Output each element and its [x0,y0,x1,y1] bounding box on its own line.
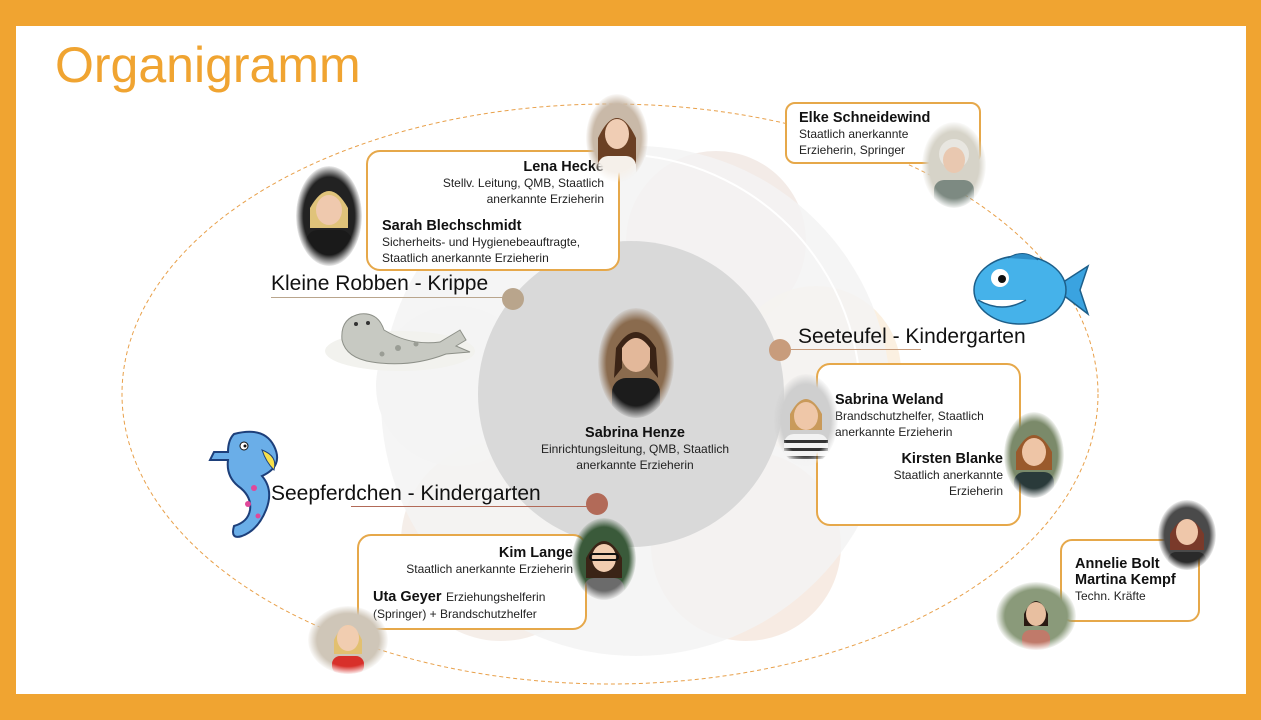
fish-illustration [973,253,1090,325]
group-dot-seeteufel [769,339,791,361]
photo-kim-lange [572,518,636,600]
role-sarah-blechschmidt-2: Staatlich anerkannte Erzieherin [382,251,549,265]
center-person: Sabrina Henze Einrichtungsleitung, QMB, … [500,425,770,473]
group-label-krippe: Kleine Robben - Krippe [271,272,489,295]
person-elke-schneidewind: Elke Schneidewind Staatlich anerkannte E… [799,110,930,158]
name-kim-lange: Kim Lange [498,545,573,561]
photo-sarah-blechschmidt [296,166,362,266]
photo-martina-kempf [996,582,1076,650]
name-elke-schneidewind: Elke Schneidewind [799,110,931,126]
role-uta-geyer-2: (Springer) + Brandschutzhelfer [373,607,537,621]
seahorse-illustration [208,430,278,538]
technik-box: Annelie Bolt Martina Kempf Techn. Kräfte [1060,539,1200,622]
group-underline-seepferdchen [351,506,591,507]
photo-elke-schneidewind [922,122,986,208]
photo-lena-hecke [586,94,648,182]
role-elke-schneidewind-1: Staatlich anerkannte [799,127,909,141]
name-sarah-blechschmidt: Sarah Blechschmidt [382,218,522,234]
person-sarah-blechschmidt: Sarah Blechschmidt Sicherheits- und Hygi… [382,218,616,266]
role-lena-hecke-2: anerkannte Erzieherin [486,192,604,206]
role-sabrina-weland-2: anerkannte Erzieherin [835,425,953,439]
slide: Organigramm Sabrina Henze Einrichtungsle… [16,26,1246,694]
role-lena-hecke-1: Stellv. Leitung, QMB, Staatlich [442,176,604,190]
person-kirsten-blanke: Kirsten Blanke Staatlich anerkannte Erzi… [833,451,1003,499]
role-sabrina-weland-1: Brandschutzhelfer, Staatlich [835,409,984,423]
krippe-staff-box: Lena Hecke Stellv. Leitung, QMB, Staatli… [366,150,620,271]
name-martina-kempf: Martina Kempf [1075,572,1176,588]
name-kirsten-blanke: Kirsten Blanke [901,451,1003,467]
photo-annelie-bolt [1158,500,1216,570]
group-underline-seeteufel [791,349,921,350]
person-uta-geyer: Uta Geyer Erziehungshelferin (Springer) … [373,588,583,622]
role-kirsten-blanke-2: Erzieherin [948,484,1003,498]
group-dot-krippe [502,288,524,310]
seepferdchen-staff-box: Kim Lange Staatlich anerkannte Erzieheri… [357,534,587,630]
person-sabrina-weland: Sabrina Weland Brandschutzhelfer, Staatl… [835,392,984,440]
background-shapes [121,103,1099,685]
group-label-seeteufel: Seeteufel - Kindergarten [798,325,1026,348]
group-underline-krippe [271,297,511,298]
person-lena-hecke: Lena Hecke Stellv. Leitung, QMB, Staatli… [374,159,604,207]
group-label-seepferdchen: Seepferdchen - Kindergarten [271,482,541,505]
role-technik: Techn. Kräfte [1075,589,1146,603]
center-name: Sabrina Henze [585,425,685,441]
role-sarah-blechschmidt-1: Sicherheits- und Hygienebeauftragte, [382,235,581,249]
group-dot-seepferdchen [586,493,608,515]
photo-kirsten-blanke [1004,412,1064,498]
page-title: Organigramm [55,37,361,93]
name-uta-geyer: Uta Geyer [373,589,442,605]
role-kim-lange: Staatlich anerkannte Erzieherin [406,562,573,576]
photo-uta-geyer [308,606,388,674]
name-annelie-bolt: Annelie Bolt [1075,556,1160,572]
person-kim-lange: Kim Lange Staatlich anerkannte Erzieheri… [363,545,573,577]
name-sabrina-weland: Sabrina Weland [835,392,944,408]
seeteufel-staff-box: Sabrina Weland Brandschutzhelfer, Staatl… [816,363,1021,526]
seal-illustration [325,313,475,371]
photo-sabrina-henze [598,308,674,418]
role-elke-schneidewind-2: Erzieherin, Springer [799,143,906,157]
photo-sabrina-weland [774,374,838,466]
technik-staff: Annelie Bolt Martina Kempf Techn. Kräfte [1075,556,1176,604]
role-kirsten-blanke-1: Staatlich anerkannte [893,468,1003,482]
center-role: Einrichtungsleitung, QMB, Staatlich aner… [540,442,730,472]
name-lena-hecke: Lena Hecke [523,159,604,175]
role-uta-geyer-1: Erziehungshelferin [445,590,546,604]
